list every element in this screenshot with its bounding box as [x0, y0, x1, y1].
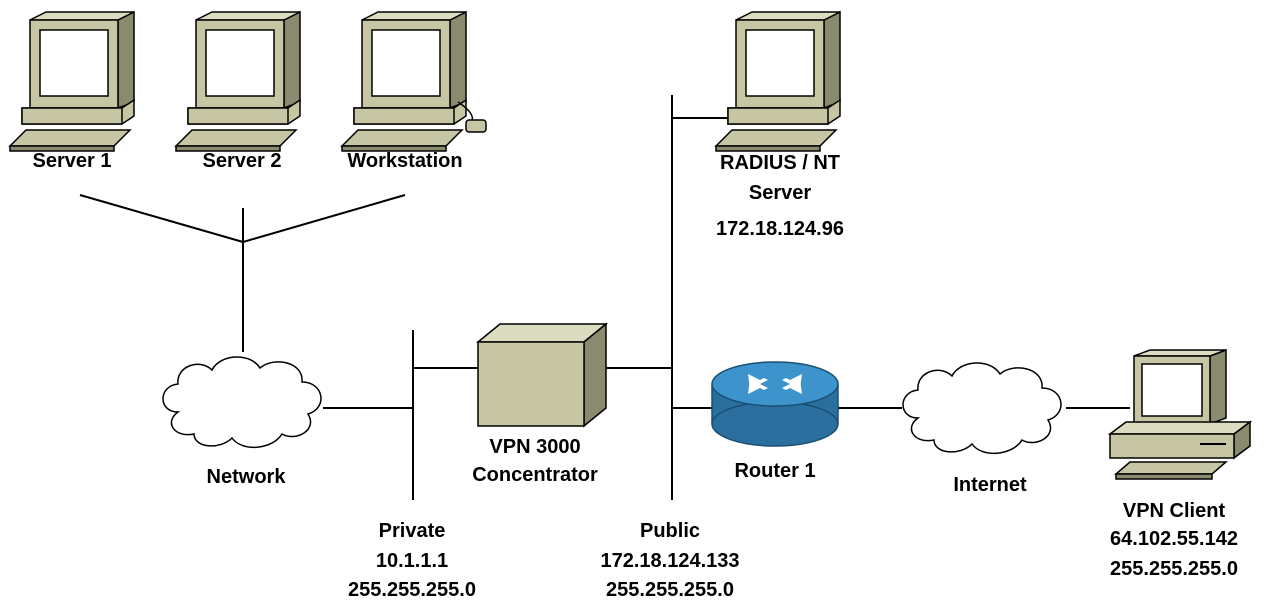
server1-label: Server 1 — [32, 150, 112, 172]
radius-ip: 172.18.124.96 — [716, 218, 844, 240]
radius-label-line1: RADIUS / NT — [720, 152, 840, 174]
public-interface-ip: 172.18.124.133 — [600, 550, 740, 572]
vpn-client-ip: 64.102.55.142 — [1110, 528, 1238, 550]
public-interface-label: Public — [639, 520, 700, 542]
wire-server1 — [79, 194, 244, 243]
internet-cloud-icon — [902, 362, 1062, 455]
router-icon — [711, 361, 839, 447]
vpn-client-mask: 255.255.255.0 — [1110, 558, 1238, 580]
internet-label: Internet — [953, 474, 1027, 496]
router-label: Router 1 — [734, 460, 816, 482]
private-interface-mask: 255.255.255.0 — [348, 579, 476, 601]
concentrator-label-line1: VPN 3000 — [489, 436, 581, 458]
vpn-client-label: VPN Client — [1122, 500, 1226, 522]
wire-workstation — [242, 194, 406, 243]
wires — [79, 95, 1130, 500]
radius-label-line2: Server — [748, 182, 812, 204]
workstation-label: Workstation — [347, 150, 463, 172]
network-label: Network — [206, 466, 286, 488]
public-interface-mask: 255.255.255.0 — [606, 579, 734, 601]
network-cloud-icon — [162, 356, 322, 449]
radius-server-computer-icon — [715, 11, 841, 152]
private-interface-ip: 10.1.1.1 — [375, 550, 449, 572]
workstation-computer-icon — [341, 11, 487, 152]
server2-computer-icon — [175, 11, 301, 152]
concentrator-box-icon — [475, 322, 609, 428]
server2-label: Server 2 — [202, 150, 282, 172]
vpn-client-computer-icon — [1107, 348, 1253, 480]
concentrator-label-line2: Concentrator — [472, 464, 598, 486]
private-interface-label: Private — [378, 520, 446, 542]
server1-computer-icon — [9, 11, 135, 152]
